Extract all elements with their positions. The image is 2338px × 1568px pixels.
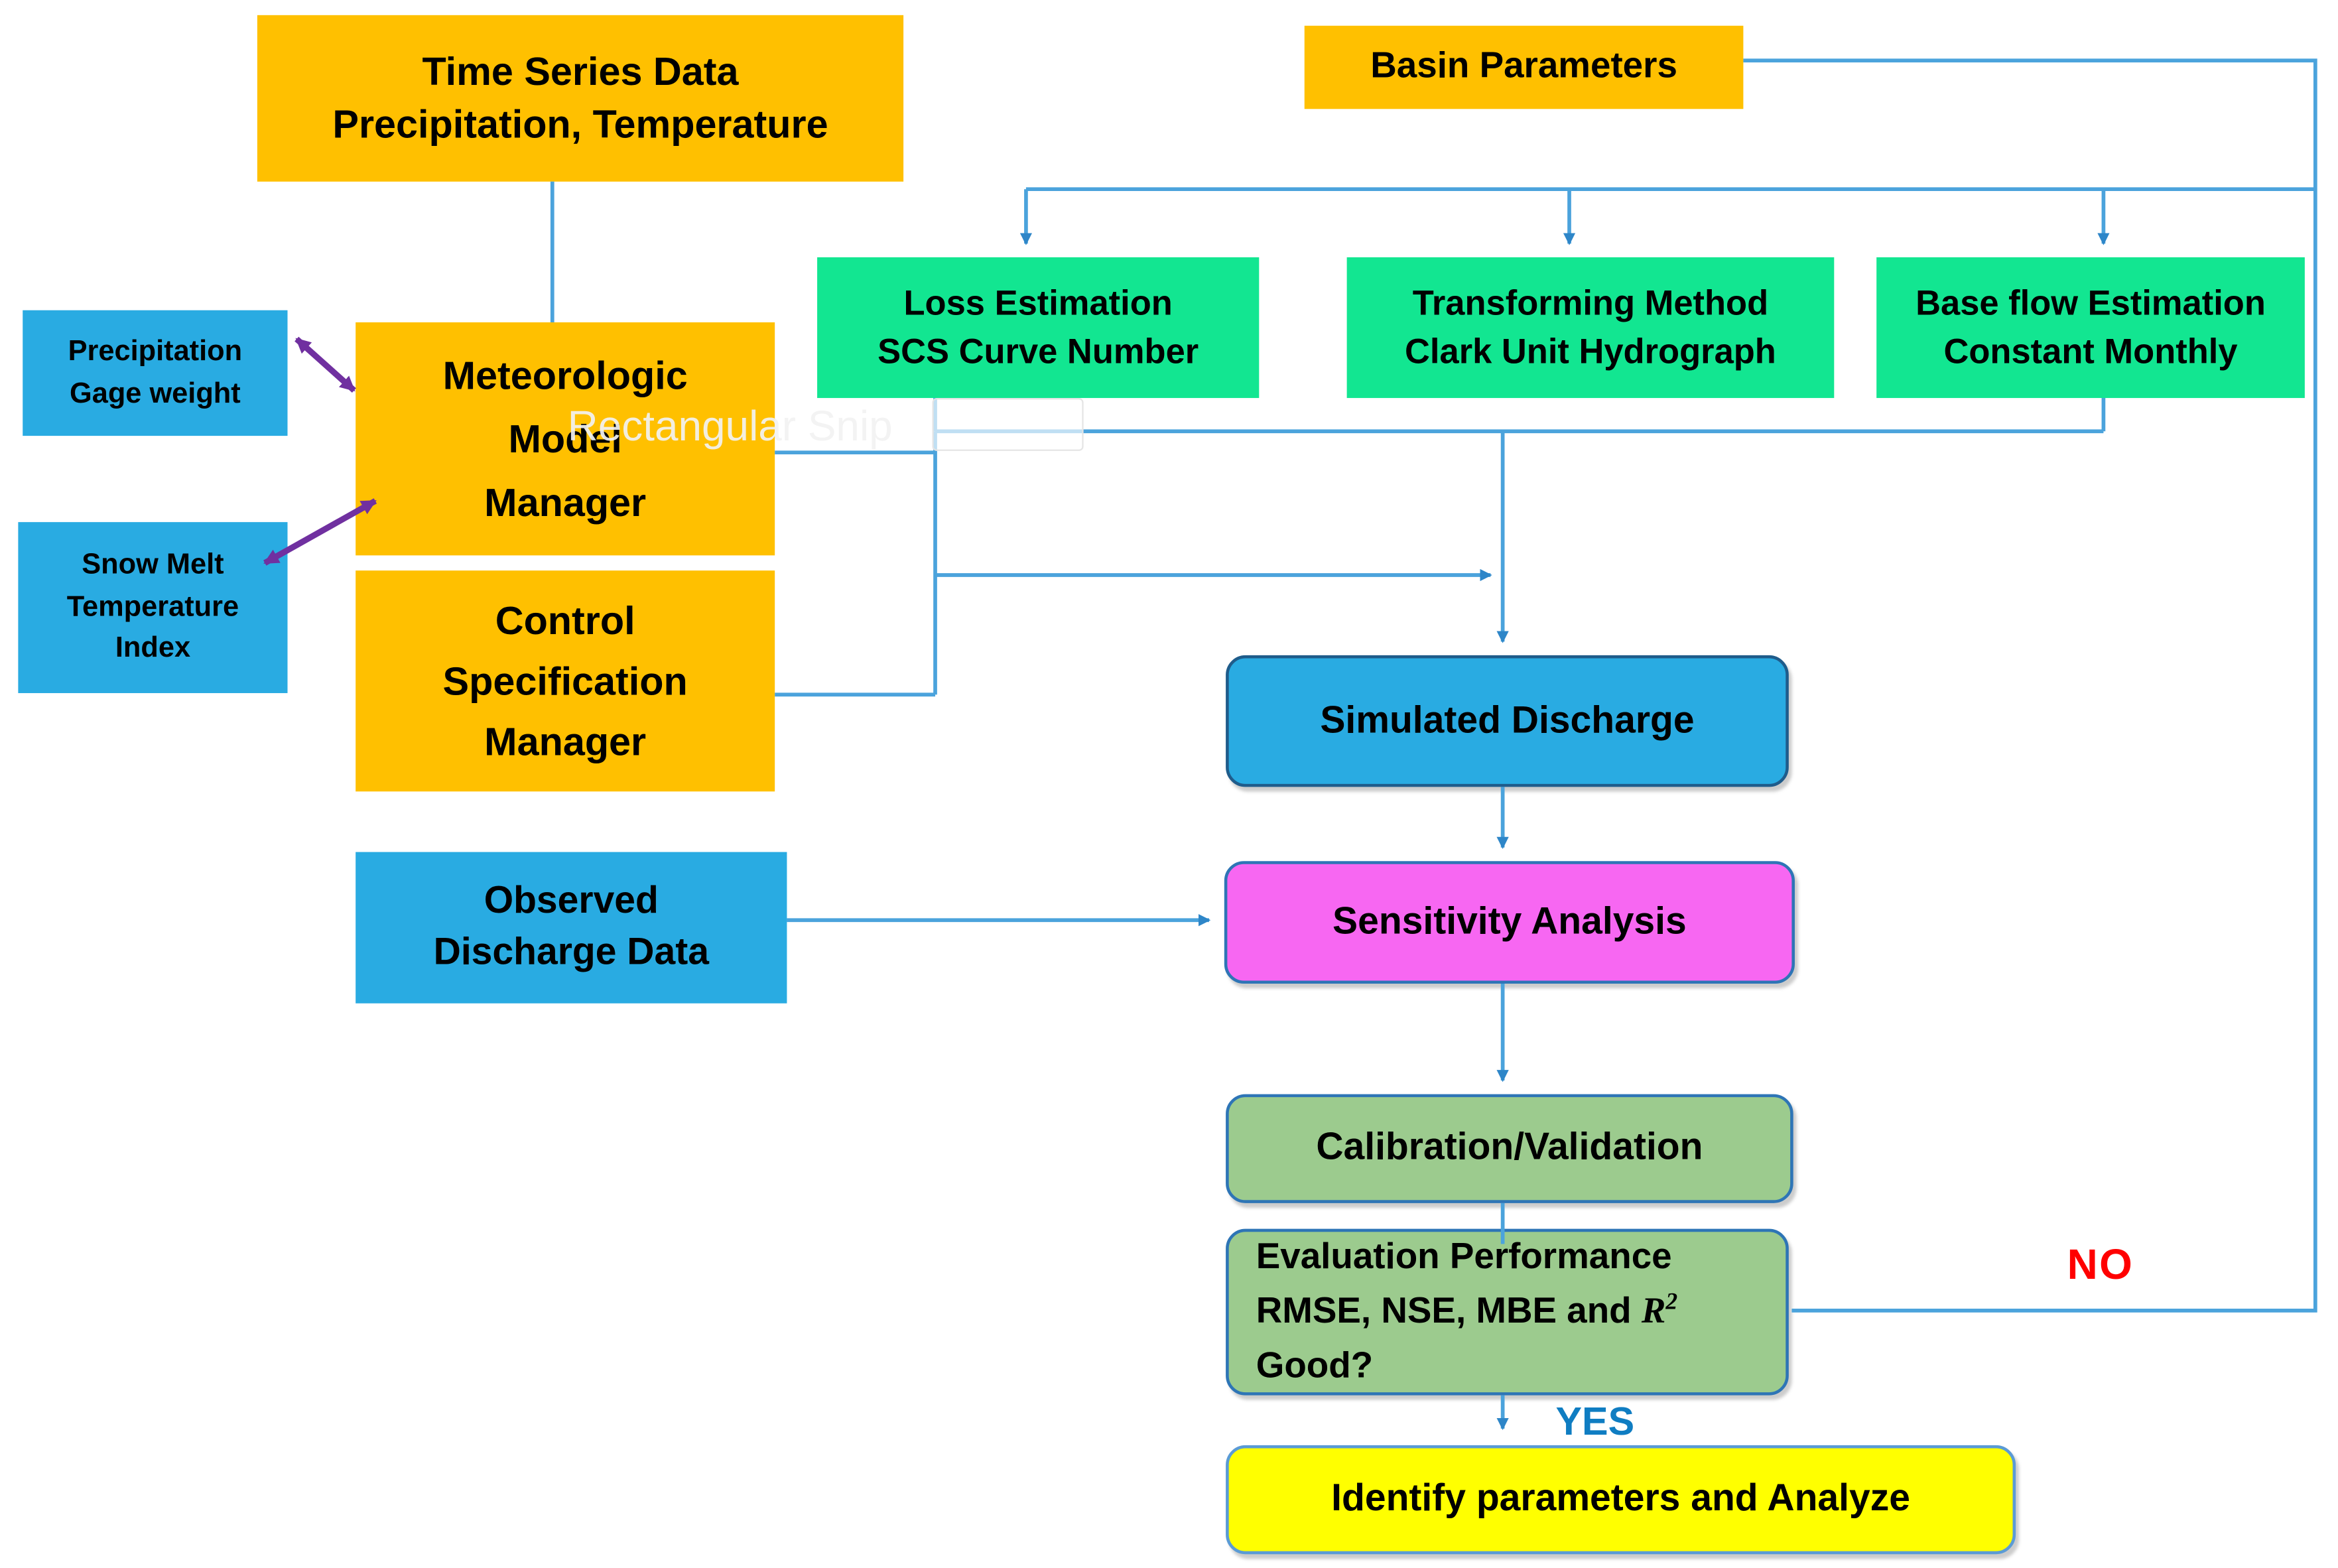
- node-observed-line1: Observed: [484, 880, 659, 923]
- line-basin-feedback-loop: [1743, 58, 2317, 1313]
- node-basin-parameters-label: Basin Parameters: [1370, 46, 1677, 87]
- node-baseflow-line2: Constant Monthly: [1943, 330, 2238, 370]
- node-transforming-line1: Transforming Method: [1412, 283, 1769, 324]
- node-evaluation-line3: Good?: [1256, 1345, 1374, 1386]
- rectangular-snip-watermark: Rectangular Snip: [567, 402, 893, 450]
- double-arrow-precip-meteorologic: [294, 336, 356, 393]
- node-snow-line1: Snow Melt: [82, 549, 224, 582]
- node-snow-melt-temperature-index: Snow Melt Temperature Index: [18, 522, 288, 693]
- node-calibration-validation: Calibration/Validation: [1226, 1094, 1793, 1203]
- node-meteorologic-model-manager: Meteorologic Model Manager: [356, 322, 775, 556]
- node-time-series-data: Time Series Data Precipitation, Temperat…: [257, 15, 904, 182]
- node-control-specification-manager: Control Specification Manager: [356, 570, 775, 792]
- node-time-series-line2: Precipitation, Temperature: [332, 101, 828, 147]
- node-evaluation-line1: Evaluation Performance: [1256, 1236, 1672, 1277]
- node-evaluation-line2-prefix: RMSE, NSE, MBE and: [1256, 1291, 1642, 1332]
- node-precip-line1: Precipitation: [68, 336, 243, 368]
- node-evaluation-performance: Evaluation Performance RMSE, NSE, MBE an…: [1226, 1228, 1789, 1396]
- node-control-line2: Specification: [442, 658, 688, 704]
- no-branch-label: NO: [2067, 1240, 2134, 1288]
- node-control-line3: Manager: [484, 719, 647, 765]
- node-snow-line2: Temperature: [66, 591, 239, 623]
- node-identify-label: Identify parameters and Analyze: [1331, 1477, 1910, 1520]
- yes-branch-label: YES: [1555, 1398, 1635, 1444]
- node-time-series-line1: Time Series Data: [422, 48, 739, 94]
- r-squared-symbol: R2: [1641, 1289, 1678, 1332]
- node-sensitivity-label: Sensitivity Analysis: [1332, 899, 1687, 943]
- node-sensitivity-analysis: Sensitivity Analysis: [1224, 861, 1795, 984]
- node-basin-parameters: Basin Parameters: [1304, 25, 1744, 109]
- node-observed-discharge-data: Observed Discharge Data: [356, 852, 787, 1004]
- node-evaluation-line2: RMSE, NSE, MBE and R2: [1256, 1285, 1677, 1339]
- node-observed-line2: Discharge Data: [433, 931, 709, 974]
- node-baseflow-estimation: Base flow Estimation Constant Monthly: [1876, 257, 2305, 399]
- node-meteo-line2: Model: [508, 416, 622, 462]
- node-precipitation-gage-weight: Precipitation Gage weight: [23, 310, 288, 436]
- node-calibration-label: Calibration/Validation: [1316, 1126, 1703, 1169]
- node-baseflow-line1: Base flow Estimation: [1916, 283, 2266, 324]
- node-loss-line1: Loss Estimation: [903, 283, 1173, 324]
- node-loss-line2: SCS Curve Number: [877, 330, 1199, 370]
- node-simulated-label: Simulated Discharge: [1320, 698, 1695, 742]
- node-control-line1: Control: [495, 597, 635, 643]
- node-meteo-line3: Manager: [484, 480, 647, 525]
- node-snow-line3: Index: [115, 633, 191, 665]
- node-identify-parameters: Identify parameters and Analyze: [1226, 1445, 2016, 1555]
- node-loss-estimation: Loss Estimation SCS Curve Number: [817, 257, 1260, 399]
- snip-overlay-remnant: [932, 398, 1084, 451]
- node-precip-line2: Gage weight: [69, 377, 241, 410]
- node-meteo-line1: Meteorologic: [442, 352, 688, 398]
- node-simulated-discharge: Simulated Discharge: [1226, 655, 1789, 787]
- node-transforming-line2: Clark Unit Hydrograph: [1405, 330, 1776, 370]
- node-transforming-method: Transforming Method Clark Unit Hydrograp…: [1346, 257, 1835, 399]
